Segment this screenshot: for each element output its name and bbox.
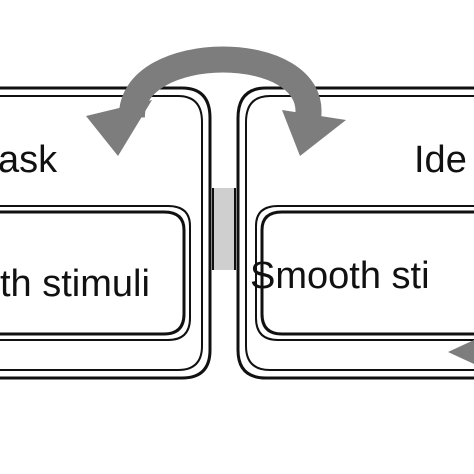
right-inner-box <box>255 205 474 341</box>
right-panel <box>236 86 474 380</box>
left-inner-label: th stimuli <box>0 263 150 305</box>
curved-double-arrow-icon <box>86 46 346 156</box>
arrow-head-icon <box>448 340 474 364</box>
left-inner-box <box>0 205 191 341</box>
panel-connector <box>212 188 236 270</box>
left-panel <box>0 86 212 380</box>
right-inner-label: Smooth sti <box>250 255 430 297</box>
right-panel-title: Ide <box>414 139 467 181</box>
left-panel-title: ask <box>0 139 58 181</box>
